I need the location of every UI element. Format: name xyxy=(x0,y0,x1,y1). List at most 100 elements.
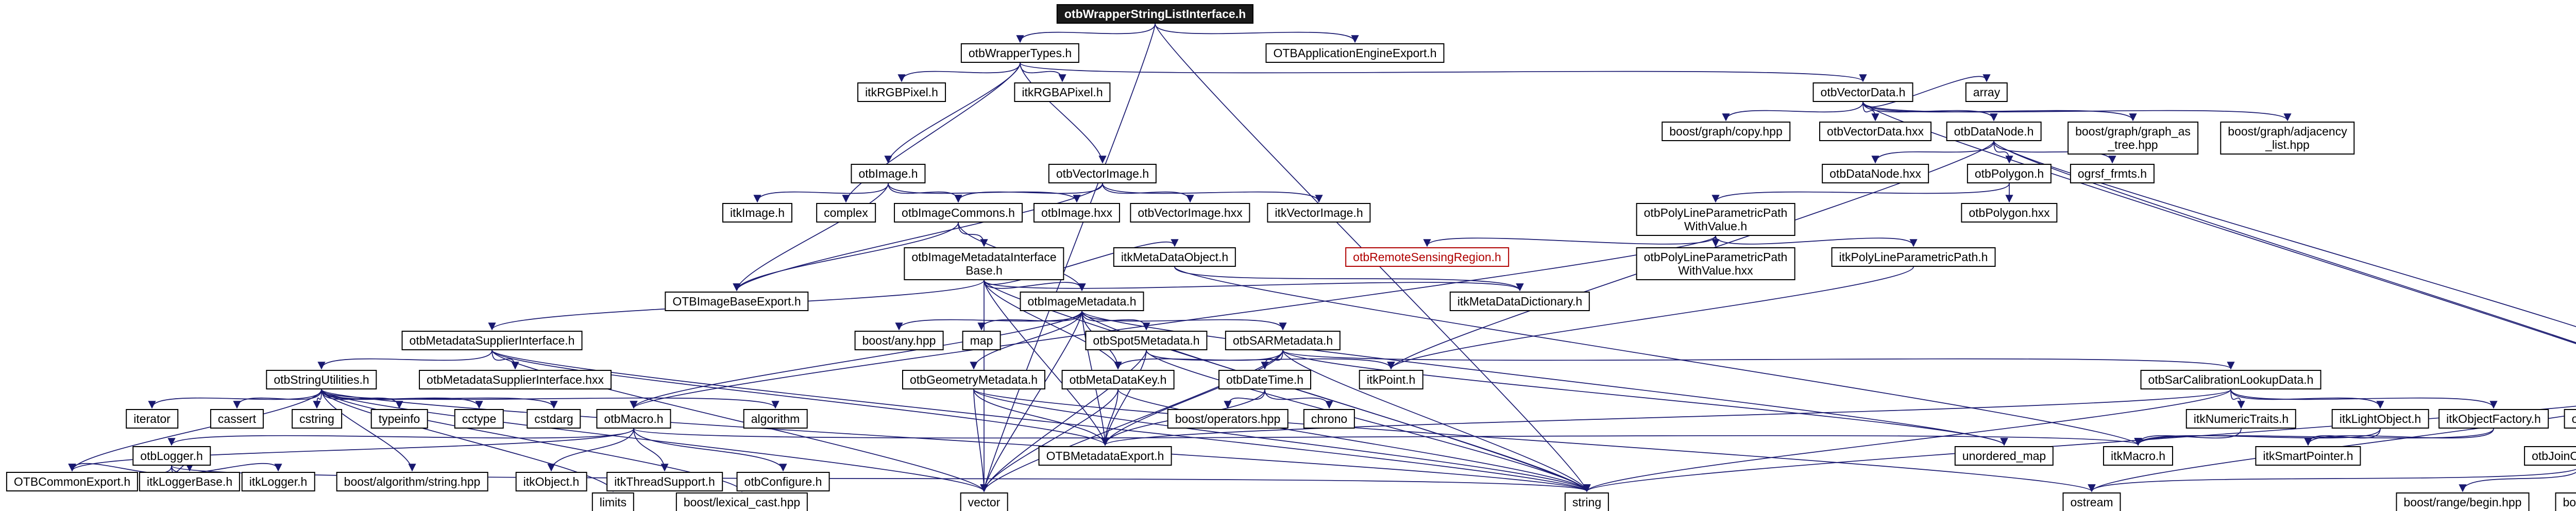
graph-node-n59[interactable]: itkObjectFactory.h xyxy=(2438,409,2549,429)
graph-node-n7[interactable]: array xyxy=(1965,82,2008,102)
dependency-edge xyxy=(1862,101,2292,122)
graph-node-n12[interactable]: boost/graph/adjacency _list.hpp xyxy=(2220,122,2355,155)
dependency-edge xyxy=(1282,350,2235,370)
dependency-edge xyxy=(980,389,1118,492)
graph-node-n37[interactable]: otbSpot5Metadata.h xyxy=(1085,331,1208,350)
graph-node-n77[interactable]: string xyxy=(1564,492,1609,511)
graph-node-n11[interactable]: boost/graph/graph_as _tree.hpp xyxy=(2067,122,2198,155)
graph-node-n35[interactable]: boost/any.hpp xyxy=(854,331,944,350)
dependency-edge xyxy=(973,389,1109,446)
graph-node-n44[interactable]: itkPoint.h xyxy=(1359,370,1423,389)
dependency-edge xyxy=(2088,414,2576,492)
graph-node-n29[interactable]: otbPolyLineParametricPath WithValue.hxx xyxy=(1636,247,1795,280)
dependency-edge xyxy=(321,389,1590,492)
graph-node-n71[interactable]: boost/algorithm/string.hpp xyxy=(336,472,488,491)
graph-node-n55[interactable]: boost/operators.hpp xyxy=(1167,409,1289,429)
graph-node-n65[interactable]: itkMacro.h xyxy=(2103,446,2174,466)
graph-node-n53[interactable]: otbMacro.h xyxy=(596,409,671,429)
graph-node-n15[interactable]: otbDataNode.hxx xyxy=(1822,164,1929,183)
graph-node-n17[interactable]: ogrsf_frmts.h xyxy=(2070,164,2155,183)
graph-node-n28[interactable]: otbRemoteSensingRegion.h xyxy=(1345,247,1509,267)
graph-node-n58[interactable]: itkLightObject.h xyxy=(2331,409,2429,429)
graph-node-n51[interactable]: cctype xyxy=(454,409,504,429)
graph-node-n38[interactable]: otbSARMetadata.h xyxy=(1225,331,1341,350)
graph-node-n54[interactable]: algorithm xyxy=(743,409,808,429)
graph-node-n14[interactable]: otbVectorImage.h xyxy=(1048,164,1157,183)
graph-node-n67[interactable]: otbJoinContainer.h xyxy=(2524,446,2576,466)
dependency-edge xyxy=(2088,469,2576,492)
dependency-edge xyxy=(1282,350,1591,492)
graph-node-n3[interactable]: OTBApplicationEngineExport.h xyxy=(1265,43,1445,63)
graph-node-n62[interactable]: otbLogger.h xyxy=(132,446,211,466)
graph-node-n68[interactable]: OTBCommonExport.h xyxy=(6,472,139,491)
graph-node-n76[interactable]: vector xyxy=(960,492,1008,511)
dependency-edge xyxy=(1020,62,1107,164)
graph-node-n33[interactable]: itkMetaDataDictionary.h xyxy=(1449,292,1590,311)
dependency-edge xyxy=(1020,62,1066,82)
graph-node-n30[interactable]: itkPolyLineParametricPath.h xyxy=(1831,247,1996,267)
graph-node-n63[interactable]: OTBMetadataExport.h xyxy=(1038,446,1172,466)
graph-node-n34[interactable]: otbMetadataSupplierInterface.h xyxy=(401,331,583,350)
graph-node-n6[interactable]: otbVectorData.h xyxy=(1812,82,1913,102)
graph-node-n66[interactable]: itkSmartPointer.h xyxy=(2255,446,2361,466)
graph-node-n23[interactable]: itkVectorImage.h xyxy=(1267,203,1371,223)
graph-node-n78[interactable]: ostream xyxy=(2062,492,2121,511)
graph-node-n4[interactable]: itkRGBPixel.h xyxy=(857,82,946,102)
graph-node-n25[interactable]: otbPolygon.hxx xyxy=(1961,203,2058,223)
graph-node-n1[interactable]: otbWrapperStringListInterface.h xyxy=(1056,4,1254,24)
graph-node-n18[interactable]: itkImage.h xyxy=(722,203,793,223)
dependency-edge xyxy=(171,463,282,474)
graph-node-n81[interactable]: limits xyxy=(591,492,635,511)
graph-node-n10[interactable]: otbDataNode.h xyxy=(1946,122,2042,141)
dependency-edge xyxy=(1117,389,1591,492)
graph-node-n32[interactable]: otbImageMetadata.h xyxy=(1020,292,1144,311)
graph-node-n16[interactable]: otbPolygon.h xyxy=(1967,164,2052,183)
dependency-edge xyxy=(2459,472,2576,492)
graph-node-n19[interactable]: complex xyxy=(816,203,876,223)
dependency-edge xyxy=(895,311,1082,331)
graph-node-n42[interactable]: otbMetaDataKey.h xyxy=(1061,370,1175,389)
graph-node-n2[interactable]: otbWrapperTypes.h xyxy=(960,43,1080,63)
dependency-edge xyxy=(1081,311,1591,492)
graph-node-n47[interactable]: iterator xyxy=(126,409,178,429)
graph-node-n69[interactable]: itkLoggerBase.h xyxy=(139,472,241,491)
graph-node-n57[interactable]: itkNumericTraits.h xyxy=(2185,409,2297,429)
graph-node-n72[interactable]: itkObject.h xyxy=(515,472,587,491)
graph-node-n5[interactable]: itkRGBAPixel.h xyxy=(1014,82,1111,102)
graph-node-n43[interactable]: otbDateTime.h xyxy=(1218,370,1311,389)
graph-node-n45[interactable]: otbSarCalibrationLookupData.h xyxy=(2140,370,2321,389)
dependency-edge xyxy=(167,428,634,446)
graph-node-n13[interactable]: otbImage.h xyxy=(851,164,926,183)
graph-node-n31[interactable]: OTBImageBaseExport.h xyxy=(665,292,809,311)
graph-node-n70[interactable]: itkLogger.h xyxy=(241,472,315,491)
graph-node-n22[interactable]: otbVectorImage.hxx xyxy=(1130,203,1250,223)
graph-node-n49[interactable]: cstring xyxy=(292,409,342,429)
graph-node-n36[interactable]: map xyxy=(962,331,1001,350)
graph-node-n21[interactable]: otbImage.hxx xyxy=(1033,203,1121,223)
graph-node-n74[interactable]: otbConfigure.h xyxy=(736,472,830,491)
graph-node-n39[interactable]: otbStringUtilities.h xyxy=(266,370,377,389)
graph-node-n64[interactable]: unordered_map xyxy=(1954,446,2054,466)
graph-node-n50[interactable]: typeinfo xyxy=(370,409,428,429)
graph-node-n40[interactable]: otbMetadataSupplierInterface.hxx xyxy=(419,370,612,389)
graph-node-n56[interactable]: chrono xyxy=(1303,409,1355,429)
graph-node-n80[interactable]: boost/range/end.hpp xyxy=(2555,492,2576,511)
graph-node-n27[interactable]: itkMetaDataObject.h xyxy=(1113,247,1236,267)
graph-node-n20[interactable]: otbImageCommons.h xyxy=(894,203,1023,223)
graph-node-n75[interactable]: boost/lexical_cast.hpp xyxy=(675,492,808,511)
graph-node-n26[interactable]: otbImageMetadataInterface Base.h xyxy=(904,247,1064,280)
dependency-edge xyxy=(733,183,1103,292)
graph-node-n24[interactable]: otbPolyLineParametricPath WithValue.h xyxy=(1636,203,1795,236)
dependency-edge xyxy=(1583,405,2576,492)
graph-node-n48[interactable]: cassert xyxy=(210,409,264,429)
graph-node-n41[interactable]: otbGeometryMetadata.h xyxy=(902,370,1046,389)
graph-node-n73[interactable]: itkThreadSupport.h xyxy=(606,472,723,491)
dependency-edge xyxy=(954,183,1103,203)
graph-node-n9[interactable]: otbVectorData.hxx xyxy=(1819,122,1931,141)
graph-node-n8[interactable]: boost/graph/copy.hpp xyxy=(1662,122,1790,141)
graph-node-n60[interactable]: ogr_feature.h xyxy=(2564,409,2576,429)
graph-node-n52[interactable]: cstdarg xyxy=(527,409,581,429)
graph-node-n79[interactable]: boost/range/begin.hpp xyxy=(2396,492,2530,511)
dependency-edge xyxy=(1146,350,1395,370)
